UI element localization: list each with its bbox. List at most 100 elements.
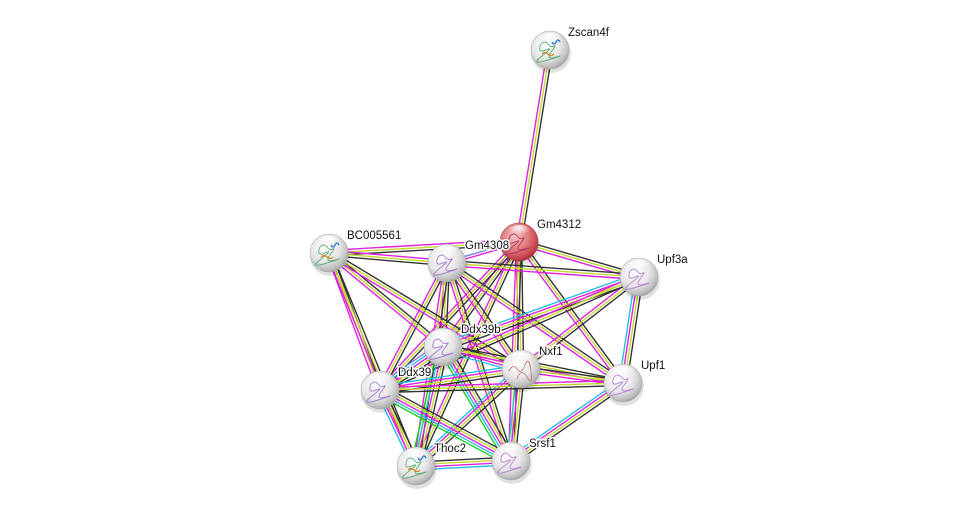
edge-line-coexpression [328, 254, 447, 267]
node-label: Thoc2 [434, 443, 466, 455]
node-label-halo: Thoc2 [434, 443, 466, 455]
node-label: Ddx39 [398, 367, 431, 379]
edge-BC005561-Ddx39b[interactable] [326, 250, 446, 350]
edge-line-coexpression [380, 372, 522, 395]
node-highlight [317, 236, 341, 250]
protein-structure-icon [320, 254, 334, 260]
node-label: Srsf1 [529, 438, 556, 450]
edge-line-textmining [379, 276, 640, 391]
protein-structure-icon [541, 51, 555, 57]
edge-line-coexpression [418, 371, 525, 470]
edge-Gm4312-Upf3a[interactable] [518, 238, 640, 281]
edge-line-databases [440, 347, 510, 463]
node-highlight [431, 330, 455, 344]
edge-line-neighborhood [377, 393, 509, 467]
node-highlight [404, 449, 428, 463]
node-highlight [611, 366, 635, 380]
node-label-halo: Upf3a [657, 254, 688, 266]
edge-Ddx39-Srsf1[interactable] [377, 384, 514, 467]
node-label-halo: Gm4308 [465, 240, 509, 252]
edge-line-coexpression [446, 343, 517, 459]
edge-line-textmining [328, 252, 448, 264]
edge-line-coexpression [330, 250, 446, 346]
node-label: Upf3a [657, 254, 688, 266]
edge-line-textmining [446, 262, 522, 370]
node-label: Gm4312 [537, 219, 581, 231]
edge-line-experiments [326, 254, 442, 350]
edge-Nxf1-Ddx39[interactable] [379, 364, 522, 395]
node-label-halo: Zscan4f [568, 27, 610, 39]
edge-line-textmining [328, 241, 520, 254]
node-label: Nxf1 [539, 346, 563, 358]
edge-line-experiments [327, 254, 521, 372]
edge-line-experiments [444, 264, 520, 371]
edge-line-coexpression [380, 278, 641, 394]
edge-line-databases [508, 379, 622, 459]
edge-line-textmining [328, 252, 417, 467]
edge-line-coexpression [382, 384, 514, 458]
edge-line-textmining [379, 382, 624, 391]
edge-line-databases [412, 346, 442, 466]
edge-BC005561-Nxf1[interactable] [327, 250, 523, 372]
node-label-halo: Ddx39 [398, 367, 431, 379]
node-label-halo: BC005561 [347, 230, 401, 242]
edge-line-experiments [518, 274, 638, 368]
edge-line-experiments [518, 243, 639, 281]
edge-line-coexpression [447, 259, 640, 276]
edge-line-textmining [518, 241, 624, 384]
edge-line-experiments [515, 49, 549, 242]
node-highlight [509, 352, 533, 366]
edge-Upf1-Srsf1[interactable] [508, 379, 626, 465]
node-highlight [368, 373, 392, 387]
edge-line-coexpression [522, 278, 642, 372]
edge-line-coexpression [380, 384, 624, 394]
node-label: Ddx39b [461, 324, 501, 336]
node-label-halo: Upf1 [641, 360, 665, 372]
edge-Gm4308-BC005561[interactable] [328, 249, 448, 267]
edge-line-textmining [380, 369, 522, 392]
edge-Upf3a-Ddx39b[interactable] [441, 272, 641, 352]
edge-Upf3a-Nxf1[interactable] [518, 274, 642, 372]
edge-Ddx39b-Thoc2[interactable] [410, 345, 449, 468]
edge-line-textmining [446, 262, 512, 462]
edge-line-experiments [329, 249, 448, 262]
edge-line-textmining [518, 241, 522, 370]
edge-line-coexpression [520, 50, 554, 243]
edge-line-coexpression [330, 251, 420, 466]
edge-line-databases [412, 365, 519, 464]
edge-Zscan4f-Gm4312[interactable] [515, 49, 554, 243]
protein-structure-icon [407, 467, 421, 473]
edge-line-coexpression [329, 250, 523, 368]
edge-line-experiments [509, 381, 623, 461]
edge-line-experiments [325, 253, 379, 392]
node-label-halo: Srsf1 [529, 438, 556, 450]
node-highlight [499, 444, 523, 458]
edge-line-textmining [328, 252, 522, 370]
node-label: Zscan4f [568, 27, 610, 39]
edge-line-experiments [379, 367, 521, 390]
node-highlight [435, 246, 459, 260]
edge-line-databases [379, 364, 521, 387]
edge-line-experiments [377, 261, 446, 390]
edge-line-experiments [378, 273, 639, 389]
edge-BC005561-Thoc2[interactable] [325, 251, 420, 468]
edge-Upf3a-Ddx39[interactable] [378, 273, 641, 394]
edge-line-experiments [325, 253, 415, 468]
edge-line-coexpression [420, 347, 449, 468]
edge-Gm4308-Nxf1[interactable] [444, 261, 524, 371]
edge-Upf1-Ddx39[interactable] [379, 379, 624, 394]
edge-Gm4308-Upf3a[interactable] [446, 259, 640, 281]
